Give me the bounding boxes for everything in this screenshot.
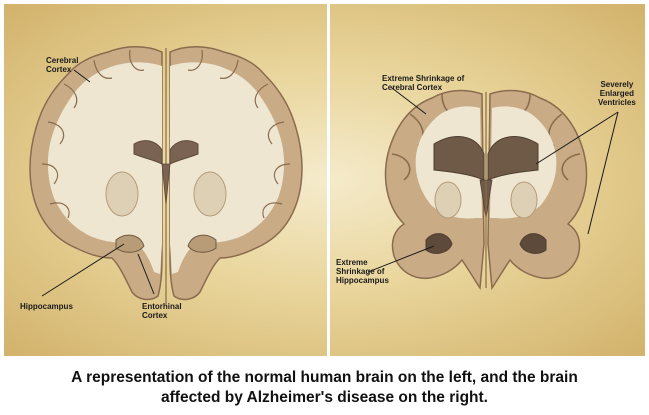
figure-caption: A representation of the normal human bra… [0, 368, 649, 408]
label-entorhinal-cortex: Entorhinal Cortex [142, 302, 182, 320]
label-extreme-shrinkage-cortex: Extreme Shrinkage of Cerebral Cortex [382, 74, 464, 92]
normal-brain-panel: Cerebral Cortex Hippocampus Entorhinal C… [4, 4, 327, 356]
caption-line-1: A representation of the normal human bra… [0, 368, 649, 388]
alzheimers-brain-panel: Extreme Shrinkage of Cerebral Cortex Sev… [330, 4, 645, 356]
label-enlarged-ventricles: Severely Enlarged Ventricles [598, 80, 636, 107]
label-cerebral-cortex: Cerebral Cortex [46, 56, 78, 74]
label-extreme-shrinkage-hippocampus: Extreme Shrinkage of Hippocampus [336, 258, 389, 285]
caption-line-2: affected by Alzheimer's disease on the r… [0, 388, 649, 408]
brain-comparison-figure: Cerebral Cortex Hippocampus Entorhinal C… [4, 4, 645, 356]
label-hippocampus: Hippocampus [20, 302, 73, 311]
alzheimers-brain-illustration [330, 4, 645, 356]
